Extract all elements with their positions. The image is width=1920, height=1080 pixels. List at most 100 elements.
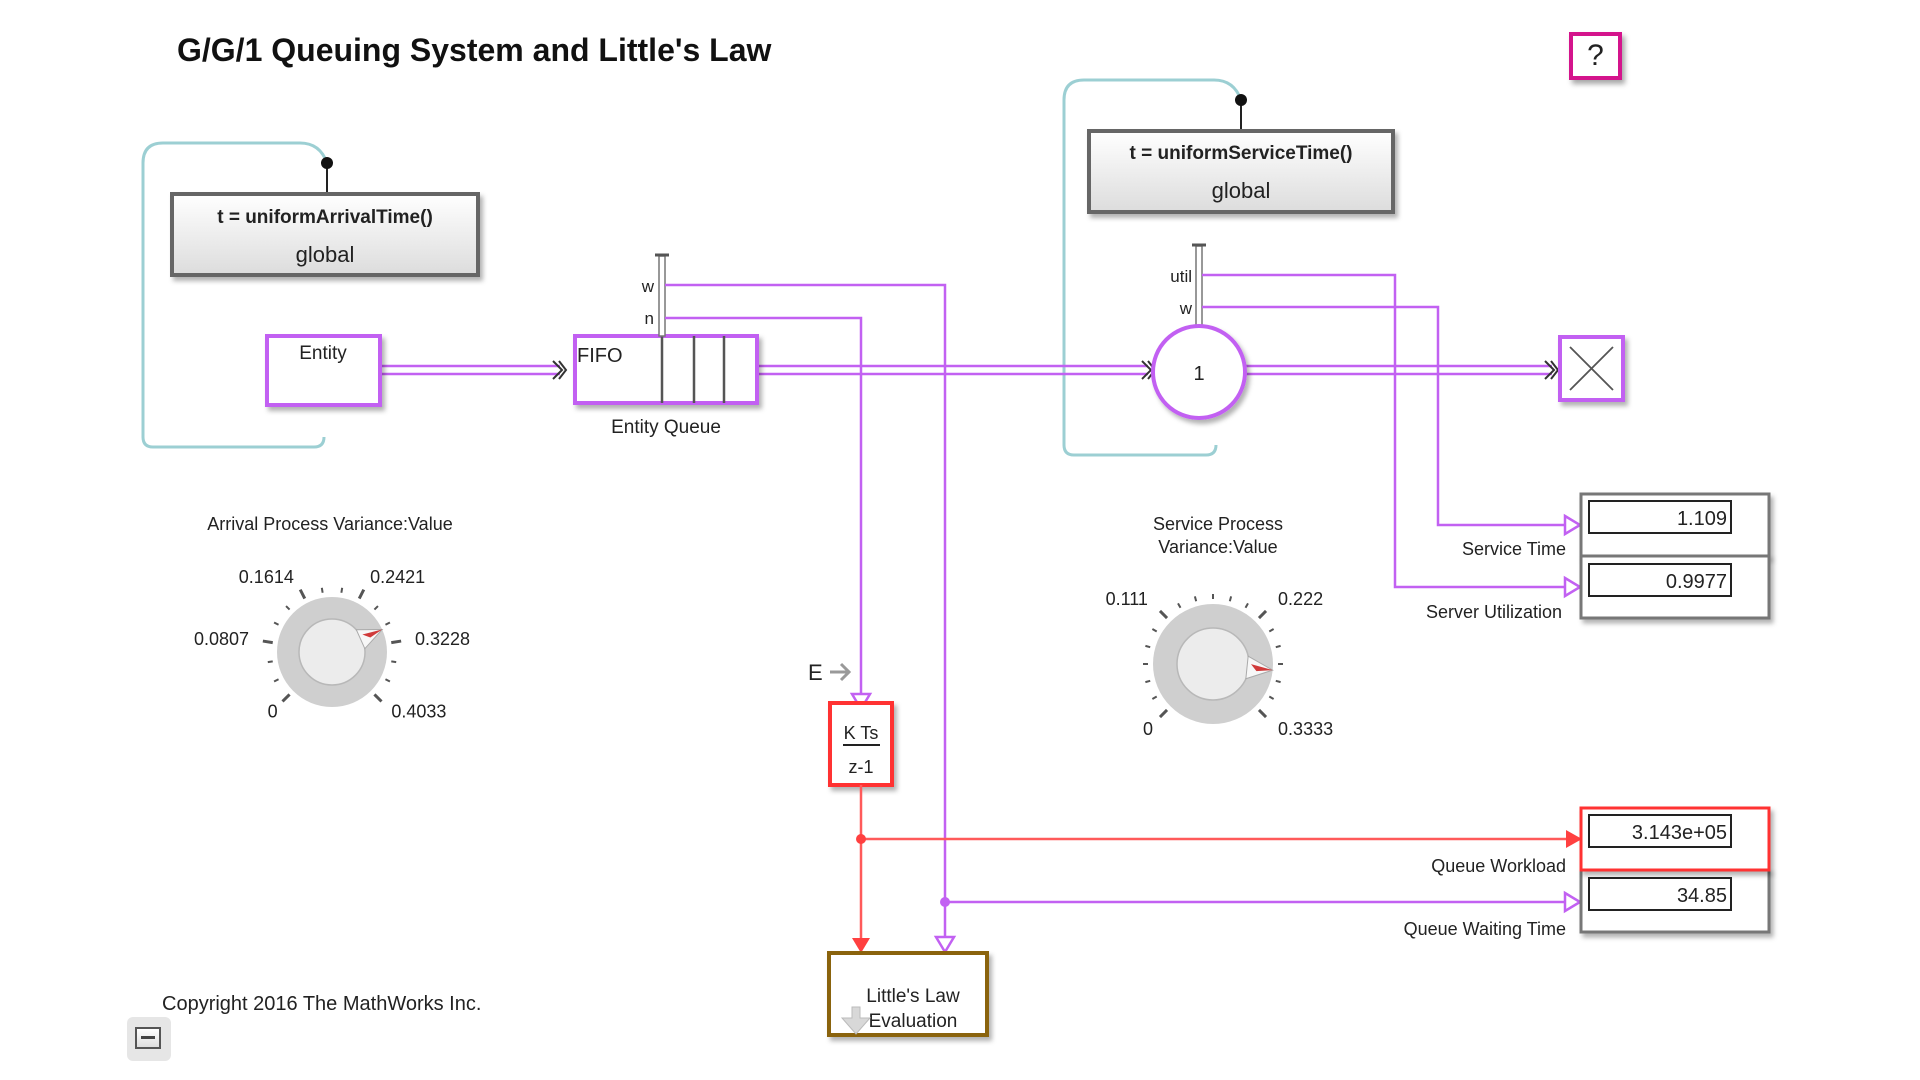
knob-tick (391, 660, 397, 664)
knob-tick (373, 693, 383, 703)
knob-tick (1268, 628, 1275, 633)
queue-signal-port-bar (658, 255, 666, 337)
arrowhead (1563, 513, 1583, 537)
diagram-title: G/G/1 Queuing System and Little's Law (177, 32, 772, 68)
knob-tick-label: 0.1614 (239, 567, 294, 587)
entity-terminator-block[interactable] (1558, 335, 1625, 402)
knob-tick-label: 0.3333 (1278, 719, 1333, 739)
knob-tick (1244, 602, 1249, 609)
littles-law-evaluation-block[interactable]: Little's Law Evaluation (827, 951, 989, 1037)
right-arrow-icon (830, 662, 852, 682)
collapse-toggle-button[interactable] (127, 1017, 171, 1061)
integrator-denominator: z-1 (848, 757, 873, 777)
knob-tick (357, 588, 366, 600)
service-event-loop[interactable] (1062, 78, 1243, 457)
server-utilization-value: 0.9977 (1666, 571, 1727, 593)
server-port-util-label: util (1170, 267, 1192, 286)
knob-tick-label: 0.2421 (370, 567, 425, 587)
knob-tick (1158, 609, 1169, 620)
entity-line-server-to-terminator[interactable] (1245, 364, 1552, 376)
knob-tick (1145, 644, 1151, 649)
queue-port-w-label: w (641, 277, 655, 296)
knob-tick-label: 0 (268, 701, 278, 721)
knob-tick (385, 621, 391, 626)
minus-box-icon (135, 1027, 161, 1049)
knob-tick-label: 0.3228 (415, 629, 470, 649)
knob-tick (1193, 596, 1198, 602)
arrowhead (1563, 890, 1583, 914)
arrowhead (852, 938, 870, 953)
server-port-w-label: w (1179, 299, 1193, 318)
knob-tick (340, 587, 344, 593)
arrival-function-call: t = uniformArrivalTime() (217, 207, 433, 228)
branch-point (940, 897, 950, 907)
knob-tick-label: 0.222 (1278, 589, 1323, 609)
knob-tick (1268, 695, 1275, 700)
knob-pointer-base (355, 628, 384, 650)
knob-tick-label: 0.4033 (391, 701, 446, 721)
knob-tick (1257, 609, 1268, 620)
queue-workload-value: 3.143e+05 (1632, 822, 1727, 844)
entity-server-block[interactable]: 1 util w (1151, 243, 1247, 420)
entity-generator-label: Entity (299, 343, 347, 364)
knob-tick (267, 660, 273, 664)
knob-tick (285, 605, 291, 611)
knob-tick-label: 0 (1143, 719, 1153, 739)
arrival-time-function-block[interactable]: t = uniformArrivalTime() global (170, 157, 480, 277)
branch-point (856, 834, 866, 844)
knob-tick-label: 0.111 (1106, 589, 1148, 609)
signal-line-service-time[interactable] (1202, 305, 1580, 527)
knob-tick (320, 587, 324, 593)
knob-pointer-needle[interactable] (362, 629, 383, 638)
server-signal-port-bar (1195, 245, 1203, 327)
integrator-numerator: K Ts (844, 723, 879, 743)
arrival-event-loop[interactable] (141, 141, 329, 449)
help-button[interactable]: ? (1569, 32, 1622, 80)
event-port-dot (321, 157, 333, 169)
knob-tick (273, 678, 279, 683)
entity-generator-block[interactable]: Entity (265, 334, 382, 407)
queue-waiting-time-signal-label: Queue Waiting Time (1404, 919, 1566, 939)
littles-law-line2: Evaluation (869, 1011, 958, 1032)
queue-workload-signal-label: Queue Workload (1431, 856, 1566, 876)
knob-tick (1151, 628, 1158, 633)
server-capacity-label: 1 (1193, 363, 1204, 385)
entity-queue-block[interactable]: FIFO Entity Queue w n (573, 253, 759, 438)
service-time-signal-label: Service Time (1462, 539, 1566, 559)
arrival-function-scope: global (296, 242, 355, 267)
signal-line-server-utilization[interactable] (1202, 273, 1580, 589)
signal-line-queue-length[interactable] (665, 316, 863, 696)
discrete-integrator-block[interactable]: K Ts z-1 E (808, 660, 894, 787)
terminator-input-port (1544, 360, 1560, 380)
knob-tick (281, 693, 291, 703)
display-group-server: 1.109 0.9977 (1579, 492, 1771, 620)
knob-tick (385, 678, 391, 683)
knob-dial (1176, 627, 1250, 701)
copyright-notice: Copyright 2016 The MathWorks Inc. (162, 993, 482, 1015)
knob-tick-label: 0.0807 (194, 629, 249, 649)
knob-pointer-needle[interactable] (1250, 664, 1273, 672)
knob-tick (1257, 708, 1268, 719)
service-knob-title-line1: Service Process (1153, 514, 1283, 534)
event-based-marker: E (808, 660, 823, 685)
entity-line-queue-to-server[interactable] (757, 364, 1148, 376)
knob-tick (1228, 596, 1233, 602)
service-time-value: 1.109 (1677, 508, 1727, 530)
service-time-function-block[interactable]: t = uniformServiceTime() global (1087, 94, 1395, 214)
arrival-variance-knob[interactable]: Arrival Process Variance:Value 00.08070.… (194, 514, 470, 721)
littles-law-line1: Little's Law (866, 986, 960, 1007)
server-utilization-signal-label: Server Utilization (1426, 602, 1562, 622)
service-function-scope: global (1212, 178, 1271, 203)
knob-dial (298, 618, 366, 686)
knob-tick (273, 621, 279, 626)
arrowhead (933, 935, 957, 955)
entity-line-generator-to-queue[interactable] (380, 364, 560, 376)
signal-line-queue-waiting-time[interactable] (665, 283, 947, 952)
down-arrow-icon (840, 1006, 872, 1035)
queue-waiting-time-value: 34.85 (1677, 885, 1727, 907)
queue-fifo-label: FIFO (577, 345, 623, 367)
queue-input-port (552, 360, 568, 380)
knob-tick (1158, 708, 1169, 719)
